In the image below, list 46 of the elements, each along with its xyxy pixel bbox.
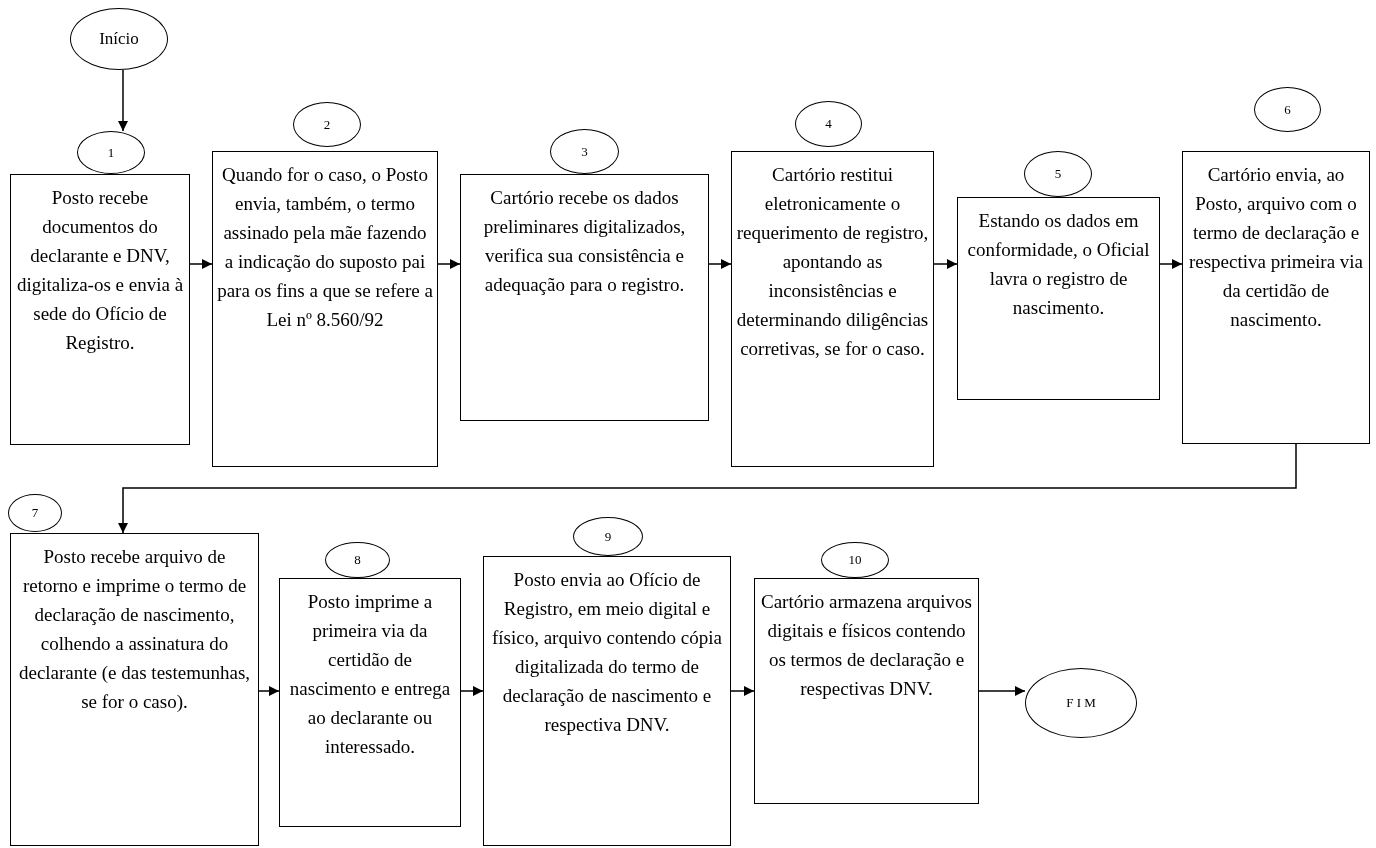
step-text: Quando for o caso, o Posto envia, também, o termo assinado pela mãe fazendo a indicação do suposto pai para os fins a que se refere a Lei nº 8.560/92 [217,163,433,332]
step-text: 3 [581,142,588,161]
arrow [118,69,128,132]
arrow [437,259,461,269]
step-text: Cartório envia, ao Posto, arquivo com o termo de declaração e respectiva primeira via da certidão de nascimento. [1187,163,1365,332]
step-text: Posto envia ao Ofício de Registro, em meio digital e físico, arquivo contendo cópia digitalizada do termo de declaração de nascimento e respectiva DNV. [490,568,723,737]
process-box [10,174,190,445]
arrow [189,259,213,269]
arrow [118,443,1297,534]
arrow [1159,259,1183,269]
process-box [212,151,438,467]
process-box [731,151,934,467]
step-number-ellipse [8,494,62,532]
step-text: Início [99,28,139,51]
step-number-ellipse [821,542,889,578]
process-box [957,197,1160,400]
step-text: 8 [354,551,361,570]
arrow [258,686,280,696]
step-text: Cartório restitui eletronicamente o requerimento de registro, apontando as inconsistências e determinando diligências corretivas, se for o caso. [736,163,929,361]
step-text: 7 [31,504,39,523]
arrow [978,686,1026,696]
step-text: 4 [825,115,832,134]
step-number-ellipse [325,542,390,578]
process-box [460,174,709,421]
step-text: 5 [1054,165,1062,184]
step-text: Posto recebe arquivo de retorno e imprime o termo de declaração de nascimento, colhendo a assinatura do declarante (e das testemunhas, se for o caso). [17,545,252,714]
step-text: 2 [323,115,331,134]
step-text: 6 [1284,100,1291,119]
step-text: Cartório armazena arquivos digitais e físicos contendo os termos de declaração e respectivas DNV. [760,590,973,701]
arrow [933,259,958,269]
step-text: 1 [107,143,115,162]
process-box [10,533,259,846]
arrow [708,259,732,269]
step-text: 10 [848,551,862,570]
step-text: Cartório recebe os dados preliminares digitalizados, verifica sua consistência e adequação para o registro. [482,186,687,297]
process-box [279,578,461,827]
arrow [730,686,755,696]
step-text: Posto recebe documentos do declarante e DNV, digitaliza-os e envia à sede do Ofício de Registro. [15,186,185,355]
process-box [1182,151,1370,444]
process-box [483,556,731,846]
step-text: Estando os dados em conformidade, o Oficial lavra o registro de nascimento. [966,209,1151,320]
process-box [754,578,979,804]
step-text: Posto imprime a primeira via da certidão de nascimento e entrega ao declarante ou interessado. [288,590,452,759]
arrow [460,686,484,696]
step-text: F I M [1066,694,1096,713]
step-text: 9 [604,527,612,546]
